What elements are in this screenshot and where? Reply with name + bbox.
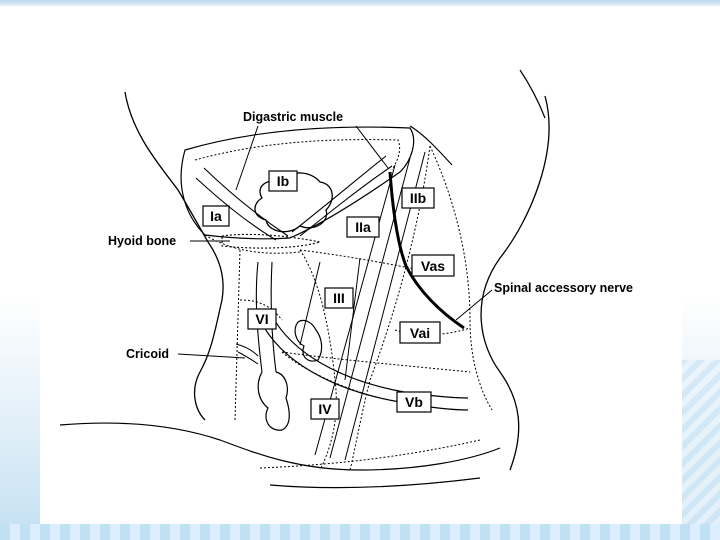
- slide-top-bar: [0, 0, 720, 6]
- posterior-neck-outline: [480, 95, 550, 471]
- level-vas-text: Vas: [421, 258, 445, 274]
- level-ia-text: Ia: [210, 208, 222, 224]
- level-vi-text: VI: [255, 311, 268, 327]
- pointer-digastric-right: [355, 125, 389, 169]
- shoulder-outline: [59, 422, 501, 471]
- level-iii-text: III: [333, 290, 345, 306]
- level-label-vas: Vas: [411, 254, 455, 277]
- digastric-anterior-belly-2: [203, 167, 289, 237]
- label-cricoid: Cricoid: [126, 347, 169, 361]
- hairline-outline: [519, 69, 546, 119]
- mastoid-outline: [409, 125, 453, 166]
- level-label-vb: Vb: [396, 391, 432, 413]
- level-label-iib: IIb: [401, 187, 435, 209]
- cricoid-lines: [235, 343, 259, 365]
- anterior-neck-outline: [193, 241, 224, 421]
- clavicle-outline: [269, 477, 481, 489]
- digastric-anterior-belly: [195, 177, 277, 241]
- omohyoid-curve: [259, 319, 469, 411]
- digastric-posterior-belly: [299, 165, 393, 237]
- level-ib-text: Ib: [277, 173, 289, 189]
- level-label-ia: Ia: [202, 205, 230, 227]
- hyoid-bone: [221, 233, 321, 249]
- level-label-iia: IIa: [346, 216, 380, 238]
- level-vai-text: Vai: [410, 325, 430, 341]
- level-iib-text: IIb: [410, 190, 426, 206]
- neck-levels-figure: Ia Ib IIa IIb III Vas VI Vai: [40, 66, 682, 524]
- thyroid-upper-lobe: [294, 319, 323, 362]
- neck-levels-diagram: Ia Ib IIa IIb III Vas VI Vai: [59, 69, 633, 489]
- pointer-cricoid: [177, 353, 246, 359]
- level-label-vai: Vai: [399, 321, 441, 344]
- level-label-ib: Ib: [268, 170, 298, 192]
- slide-decoration-right: [680, 360, 720, 530]
- level-i-dotted: [194, 139, 401, 171]
- spinal-accessory-nerve-path: [388, 171, 465, 330]
- thyroid-lobe: [257, 371, 290, 431]
- level-vb-text: Vb: [405, 394, 423, 410]
- label-hyoid-bone: Hyoid bone: [108, 234, 176, 248]
- slide-decoration-bottom: [0, 524, 720, 540]
- label-spinal-accessory-nerve: Spinal accessory nerve: [494, 281, 633, 295]
- level-iia-text: IIa: [355, 219, 371, 235]
- digastric-posterior-belly-2: [291, 155, 387, 233]
- level-iv-text: IV: [318, 401, 332, 417]
- jaw-outline: [124, 91, 209, 243]
- level-i-region: [180, 126, 415, 240]
- level-label-vi: VI: [247, 308, 277, 330]
- pointer-digastric-left: [235, 125, 259, 191]
- level-label-iii: III: [324, 287, 354, 309]
- pointer-spinal-accessory: [455, 289, 493, 321]
- omohyoid-curve-2: [271, 315, 469, 399]
- level-label-iv: IV: [310, 398, 340, 420]
- label-digastric-muscle: Digastric muscle: [243, 110, 343, 124]
